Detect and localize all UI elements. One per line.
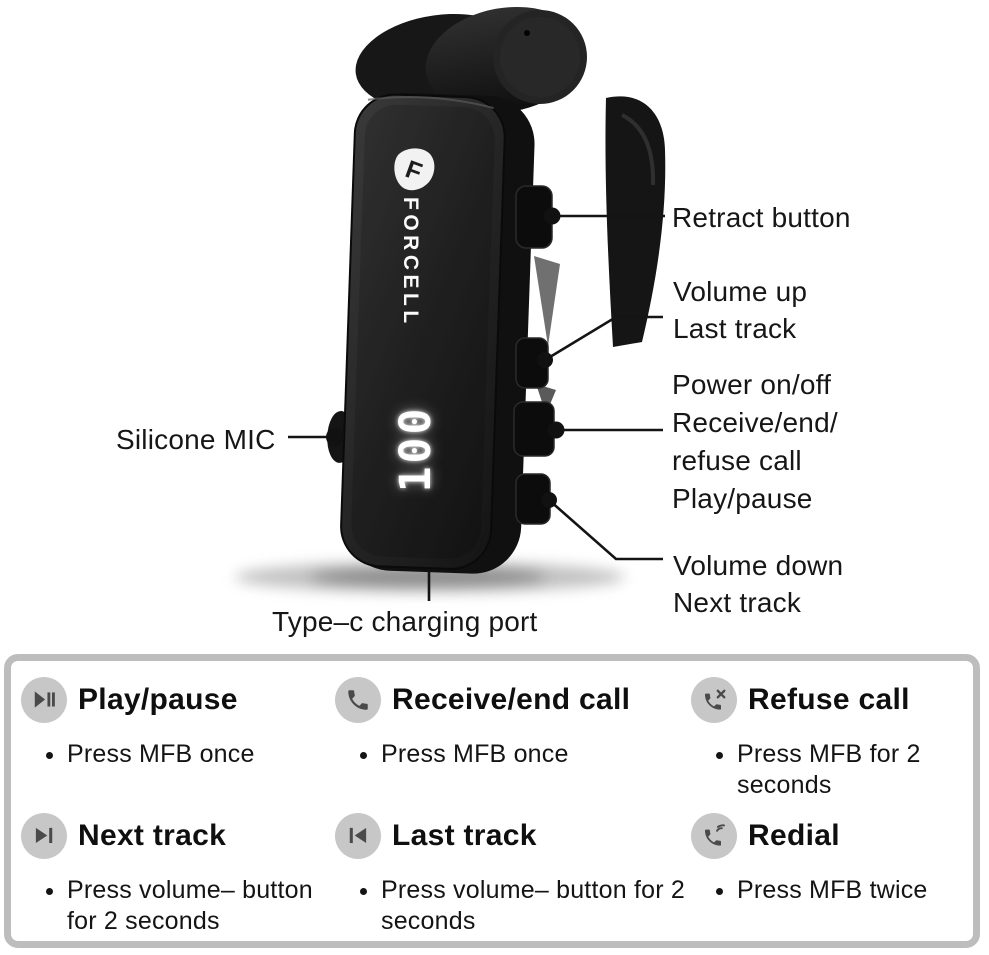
instruction-steps: Press MFB once — [21, 739, 335, 770]
instruction-title: Receive/end call — [392, 683, 631, 716]
callout-silicone-mic: Silicone MIC — [116, 421, 276, 458]
earbud-mic-hole — [524, 30, 530, 36]
callout-dots — [326, 207, 565, 508]
instruction-step: Press volume– button for 2 seconds — [67, 875, 335, 937]
callout-charging-port: Type–c charging port — [272, 603, 538, 640]
instruction-step: Press volume– button for 2 seconds — [381, 875, 691, 937]
callout-volume-down-line2: Next track — [673, 587, 802, 618]
instruction-card-receive-end: Receive/end call Press MFB once — [335, 677, 691, 813]
callout-mfb-line2: Receive/end/ — [672, 407, 838, 438]
brand-name-vertical: FORCELL — [399, 197, 422, 328]
callout-mic-label: Silicone MIC — [116, 424, 276, 455]
callout-volume-up-line1: Volume up — [673, 276, 808, 307]
instruction-card-last-track: Last track Press volume– button for 2 se… — [335, 813, 691, 939]
callout-lines — [288, 214, 665, 601]
instruction-title: Last track — [392, 819, 537, 852]
brand-logo: F FORCELL — [394, 148, 435, 328]
callout-mfb-line4: Play/pause — [672, 483, 813, 514]
earbud — [355, 6, 587, 114]
callout-mfb-line3: refuse call — [672, 445, 802, 476]
callout-volume-up: Volume up Last track — [673, 273, 807, 347]
redial-icon — [691, 813, 737, 859]
instructions-panel: Play/pause Press MFB once Receive/end ca… — [4, 654, 980, 948]
instruction-step: Press MFB twice — [737, 875, 969, 906]
instruction-steps: Press MFB once — [335, 739, 691, 770]
next-track-icon — [21, 813, 67, 859]
instruction-card-redial: Redial Press MFB twice — [691, 813, 969, 939]
instruction-steps: Press MFB twice — [691, 875, 969, 906]
clip — [534, 96, 666, 414]
callout-volume-up-line2: Last track — [673, 313, 797, 344]
callout-mfb: Power on/off Receive/end/ refuse call Pl… — [672, 366, 838, 518]
device-body — [327, 92, 535, 574]
play-pause-icon — [21, 677, 67, 723]
receive-call-icon — [335, 677, 381, 723]
instruction-steps: Press volume– button for 2 seconds — [335, 875, 691, 937]
callout-retract-label: Retract button — [672, 202, 851, 233]
headset-illustration: F FORCELL — [235, 6, 666, 601]
last-track-icon — [335, 813, 381, 859]
instruction-title: Refuse call — [748, 683, 910, 716]
instruction-title: Redial — [748, 819, 840, 852]
instruction-step: Press MFB once — [67, 739, 335, 770]
instruction-card-refuse-call: Refuse call Press MFB for 2 seconds — [691, 677, 969, 813]
refuse-call-icon — [691, 677, 737, 723]
callout-charging-label: Type–c charging port — [272, 606, 538, 637]
instruction-steps: Press MFB for 2 seconds — [691, 739, 969, 801]
instruction-step: Press MFB for 2 seconds — [737, 739, 969, 801]
callout-volume-down: Volume down Next track — [673, 547, 843, 621]
instruction-card-play-pause: Play/pause Press MFB once — [21, 677, 335, 813]
instruction-steps: Press volume– button for 2 seconds — [21, 875, 335, 937]
instruction-title: Play/pause — [78, 683, 238, 716]
side-buttons — [513, 185, 555, 525]
instruction-card-next-track: Next track Press volume– button for 2 se… — [21, 813, 335, 939]
callout-volume-down-line1: Volume down — [673, 550, 844, 581]
callout-mfb-line1: Power on/off — [672, 369, 832, 400]
callout-retract-button: Retract button — [672, 199, 851, 236]
led-display: 100 — [391, 405, 441, 493]
instruction-step: Press MFB once — [381, 739, 691, 770]
instruction-title: Next track — [78, 819, 227, 852]
